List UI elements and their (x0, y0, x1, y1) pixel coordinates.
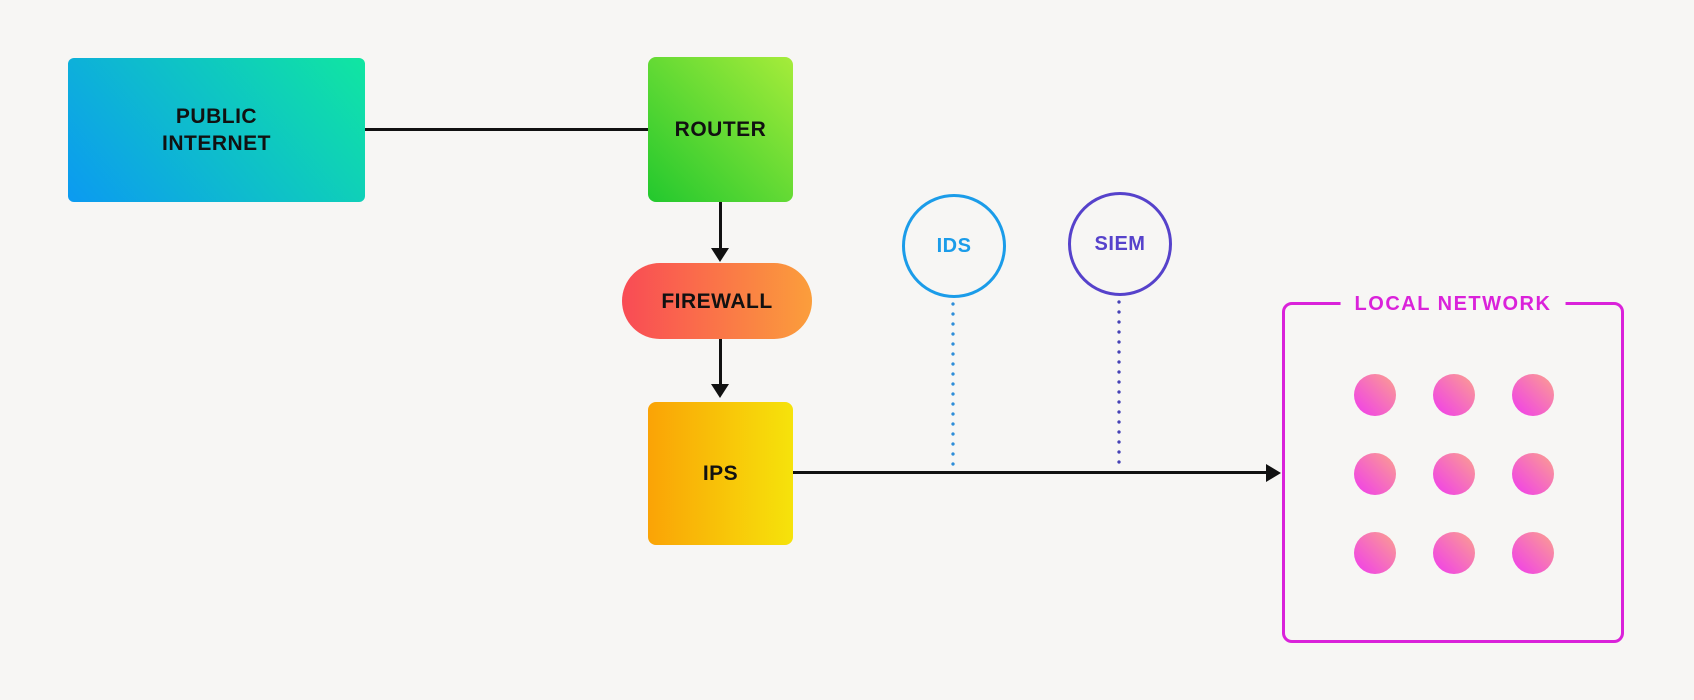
ips-label: IPS (702, 462, 739, 485)
public-internet-label-line2: INTERNET (162, 132, 271, 155)
host-dot (1512, 374, 1554, 416)
host-dot (1354, 374, 1396, 416)
host-dot (1354, 453, 1396, 495)
router-node: ROUTER (648, 57, 793, 202)
siem-label: SIEM (1094, 232, 1146, 255)
edge-ips-to-local-network (793, 471, 1267, 474)
edge-internet-to-router (365, 128, 648, 131)
local-network-hosts-grid (1354, 374, 1554, 574)
host-dot (1512, 453, 1554, 495)
firewall-node: FIREWALL (622, 263, 812, 339)
ids-node: IDS (902, 194, 1006, 298)
host-dot (1512, 532, 1554, 574)
arrowhead-ips-to-local-network (1266, 464, 1281, 482)
public-internet-node: PUBLIC INTERNET (68, 58, 365, 202)
ids-monitor-dotted-link (951, 302, 955, 466)
ips-node: IPS (648, 402, 793, 545)
host-dot (1433, 374, 1475, 416)
router-label: ROUTER (674, 118, 767, 141)
public-internet-label-line1: PUBLIC (175, 105, 258, 128)
firewall-label: FIREWALL (661, 289, 773, 313)
host-dot (1433, 453, 1475, 495)
arrowhead-firewall-to-ips (711, 384, 729, 398)
edge-router-to-firewall (719, 202, 722, 249)
local-network-group: LOCAL NETWORK (1282, 291, 1624, 643)
edge-firewall-to-ips (719, 339, 722, 385)
siem-monitor-dotted-link (1117, 300, 1121, 466)
siem-node: SIEM (1068, 192, 1172, 296)
arrowhead-router-to-firewall (711, 248, 729, 262)
host-dot (1354, 532, 1396, 574)
local-network-label: LOCAL NETWORK (1340, 291, 1566, 317)
host-dot (1433, 532, 1475, 574)
ids-label: IDS (936, 234, 972, 257)
